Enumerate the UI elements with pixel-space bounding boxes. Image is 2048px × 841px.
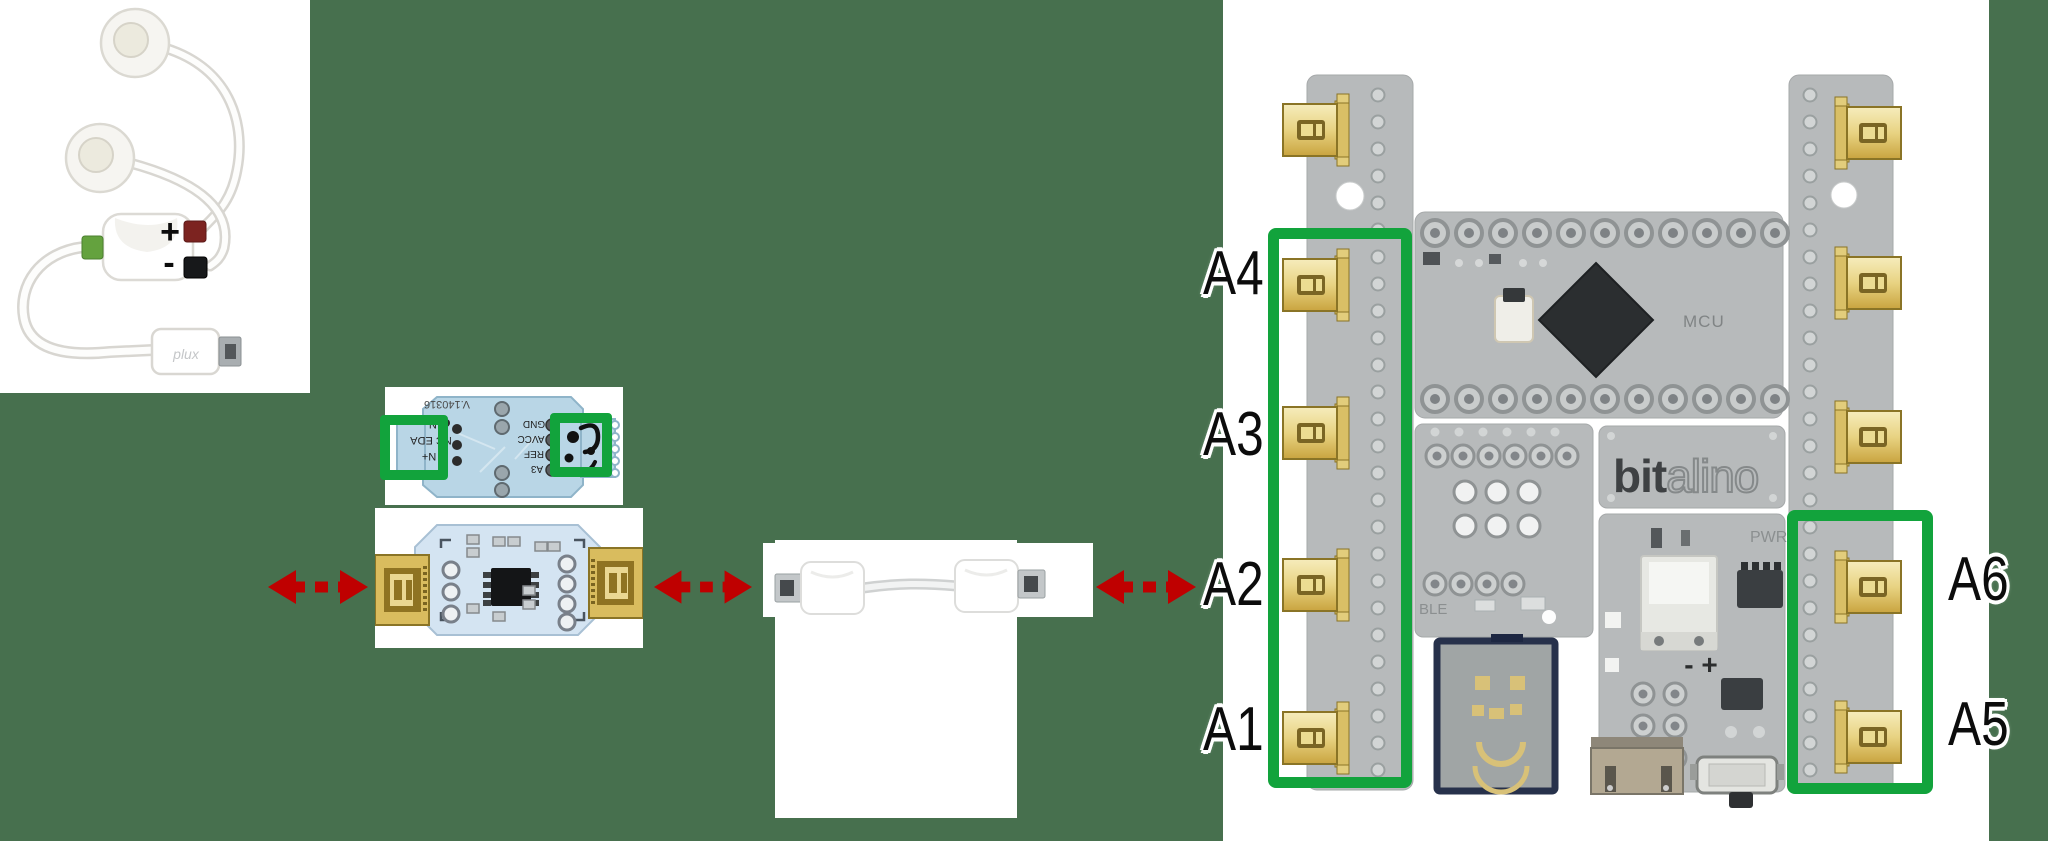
pin-a3: A3	[530, 463, 543, 474]
adapter-board-photo	[375, 508, 643, 648]
highlight-box-eda-logo	[550, 413, 612, 477]
port-label-a1: A1	[1203, 695, 1264, 764]
lead-connector-body: + -	[81, 212, 208, 282]
adapter-usb-left	[375, 554, 430, 626]
polarity-label: - +	[1684, 649, 1717, 680]
eda-version-label: V.140316	[424, 398, 470, 410]
prototyping-block: BLE	[1414, 423, 1594, 638]
usb-plug: plux	[150, 327, 242, 376]
ble-module	[1433, 634, 1559, 795]
connection-arrow-3	[1096, 570, 1196, 604]
port-label-a2: A2	[1203, 550, 1264, 619]
plus-label: +	[160, 213, 180, 251]
port-connector-top-right	[1834, 96, 1902, 170]
cable-plug-right	[954, 559, 1046, 613]
electrode-cables	[17, 42, 245, 360]
highlight-box-analog-right	[1787, 510, 1933, 794]
pwr-label: PWR	[1750, 529, 1787, 546]
cable-plug-left	[774, 561, 865, 615]
mcu-board: MCU	[1414, 211, 1790, 419]
port-connector-mid-right	[1834, 246, 1902, 320]
connection-arrow-2	[654, 570, 752, 604]
battery-connector	[1640, 555, 1718, 651]
castellations	[610, 420, 620, 478]
plux-brand-label: plux	[172, 346, 200, 362]
electrode-disc-bottom	[64, 122, 136, 194]
red-terminal	[183, 220, 207, 243]
power-switch	[1690, 755, 1784, 808]
mcu-label: MCU	[1683, 312, 1725, 331]
logo-tab: bitalino	[1598, 425, 1786, 509]
pin-n-plus: N+	[422, 450, 436, 462]
status-led	[1494, 288, 1534, 343]
bitalino-art: MCU BLE	[1282, 74, 1902, 808]
mcu-bottom-pad-row	[1420, 384, 1790, 414]
port-connector-top-left	[1282, 93, 1350, 167]
usb-cable-art	[774, 559, 1046, 615]
black-terminal	[183, 256, 208, 279]
port-connector-low-right	[1834, 400, 1902, 474]
through-hole-pads	[441, 554, 577, 632]
pin-ref: REF	[524, 448, 544, 459]
smd-pads	[466, 534, 561, 622]
adapter-usb-right	[588, 547, 643, 619]
electrode-leads-photo: + - plux	[0, 0, 310, 393]
right-port-strip	[1788, 74, 1902, 794]
connection-arrow-1	[268, 570, 368, 604]
electrode-disc-top	[99, 7, 171, 79]
port-label-a3: A3	[1203, 400, 1264, 469]
mcu-chip	[1537, 261, 1655, 379]
left-port-strip	[1282, 74, 1414, 791]
minus-label: -	[163, 244, 174, 282]
power-ic-1	[1737, 562, 1783, 608]
bitalino-logo: bitalino	[1613, 450, 1758, 502]
green-terminal	[81, 235, 104, 260]
mcu-top-pad-row	[1420, 218, 1790, 248]
mount-hole-right	[1830, 181, 1858, 209]
header-holes	[1452, 479, 1542, 539]
highlight-box-eda-pins	[380, 415, 448, 480]
ble-label: BLE	[1419, 601, 1447, 618]
port-label-a4: A4	[1203, 239, 1264, 308]
bitalino-photo: MCU BLE	[1223, 0, 1989, 841]
port-label-a5: A5	[1948, 690, 2009, 759]
power-block: PWR - +	[1590, 513, 1787, 808]
electrode-leads-art: + - plux	[17, 7, 245, 376]
pin-gnd: GND	[523, 418, 545, 429]
port-label-a6: A6	[1948, 545, 2009, 614]
power-ic-2	[1721, 678, 1763, 710]
highlight-box-analog-left	[1268, 228, 1412, 788]
adapter-board-art	[375, 524, 643, 636]
eda-right-pin-labels: GND AVCC REF A3	[517, 418, 545, 474]
usb-port	[1590, 737, 1684, 795]
mount-hole-left	[1335, 181, 1365, 211]
pin-avcc: AVCC	[517, 433, 544, 444]
